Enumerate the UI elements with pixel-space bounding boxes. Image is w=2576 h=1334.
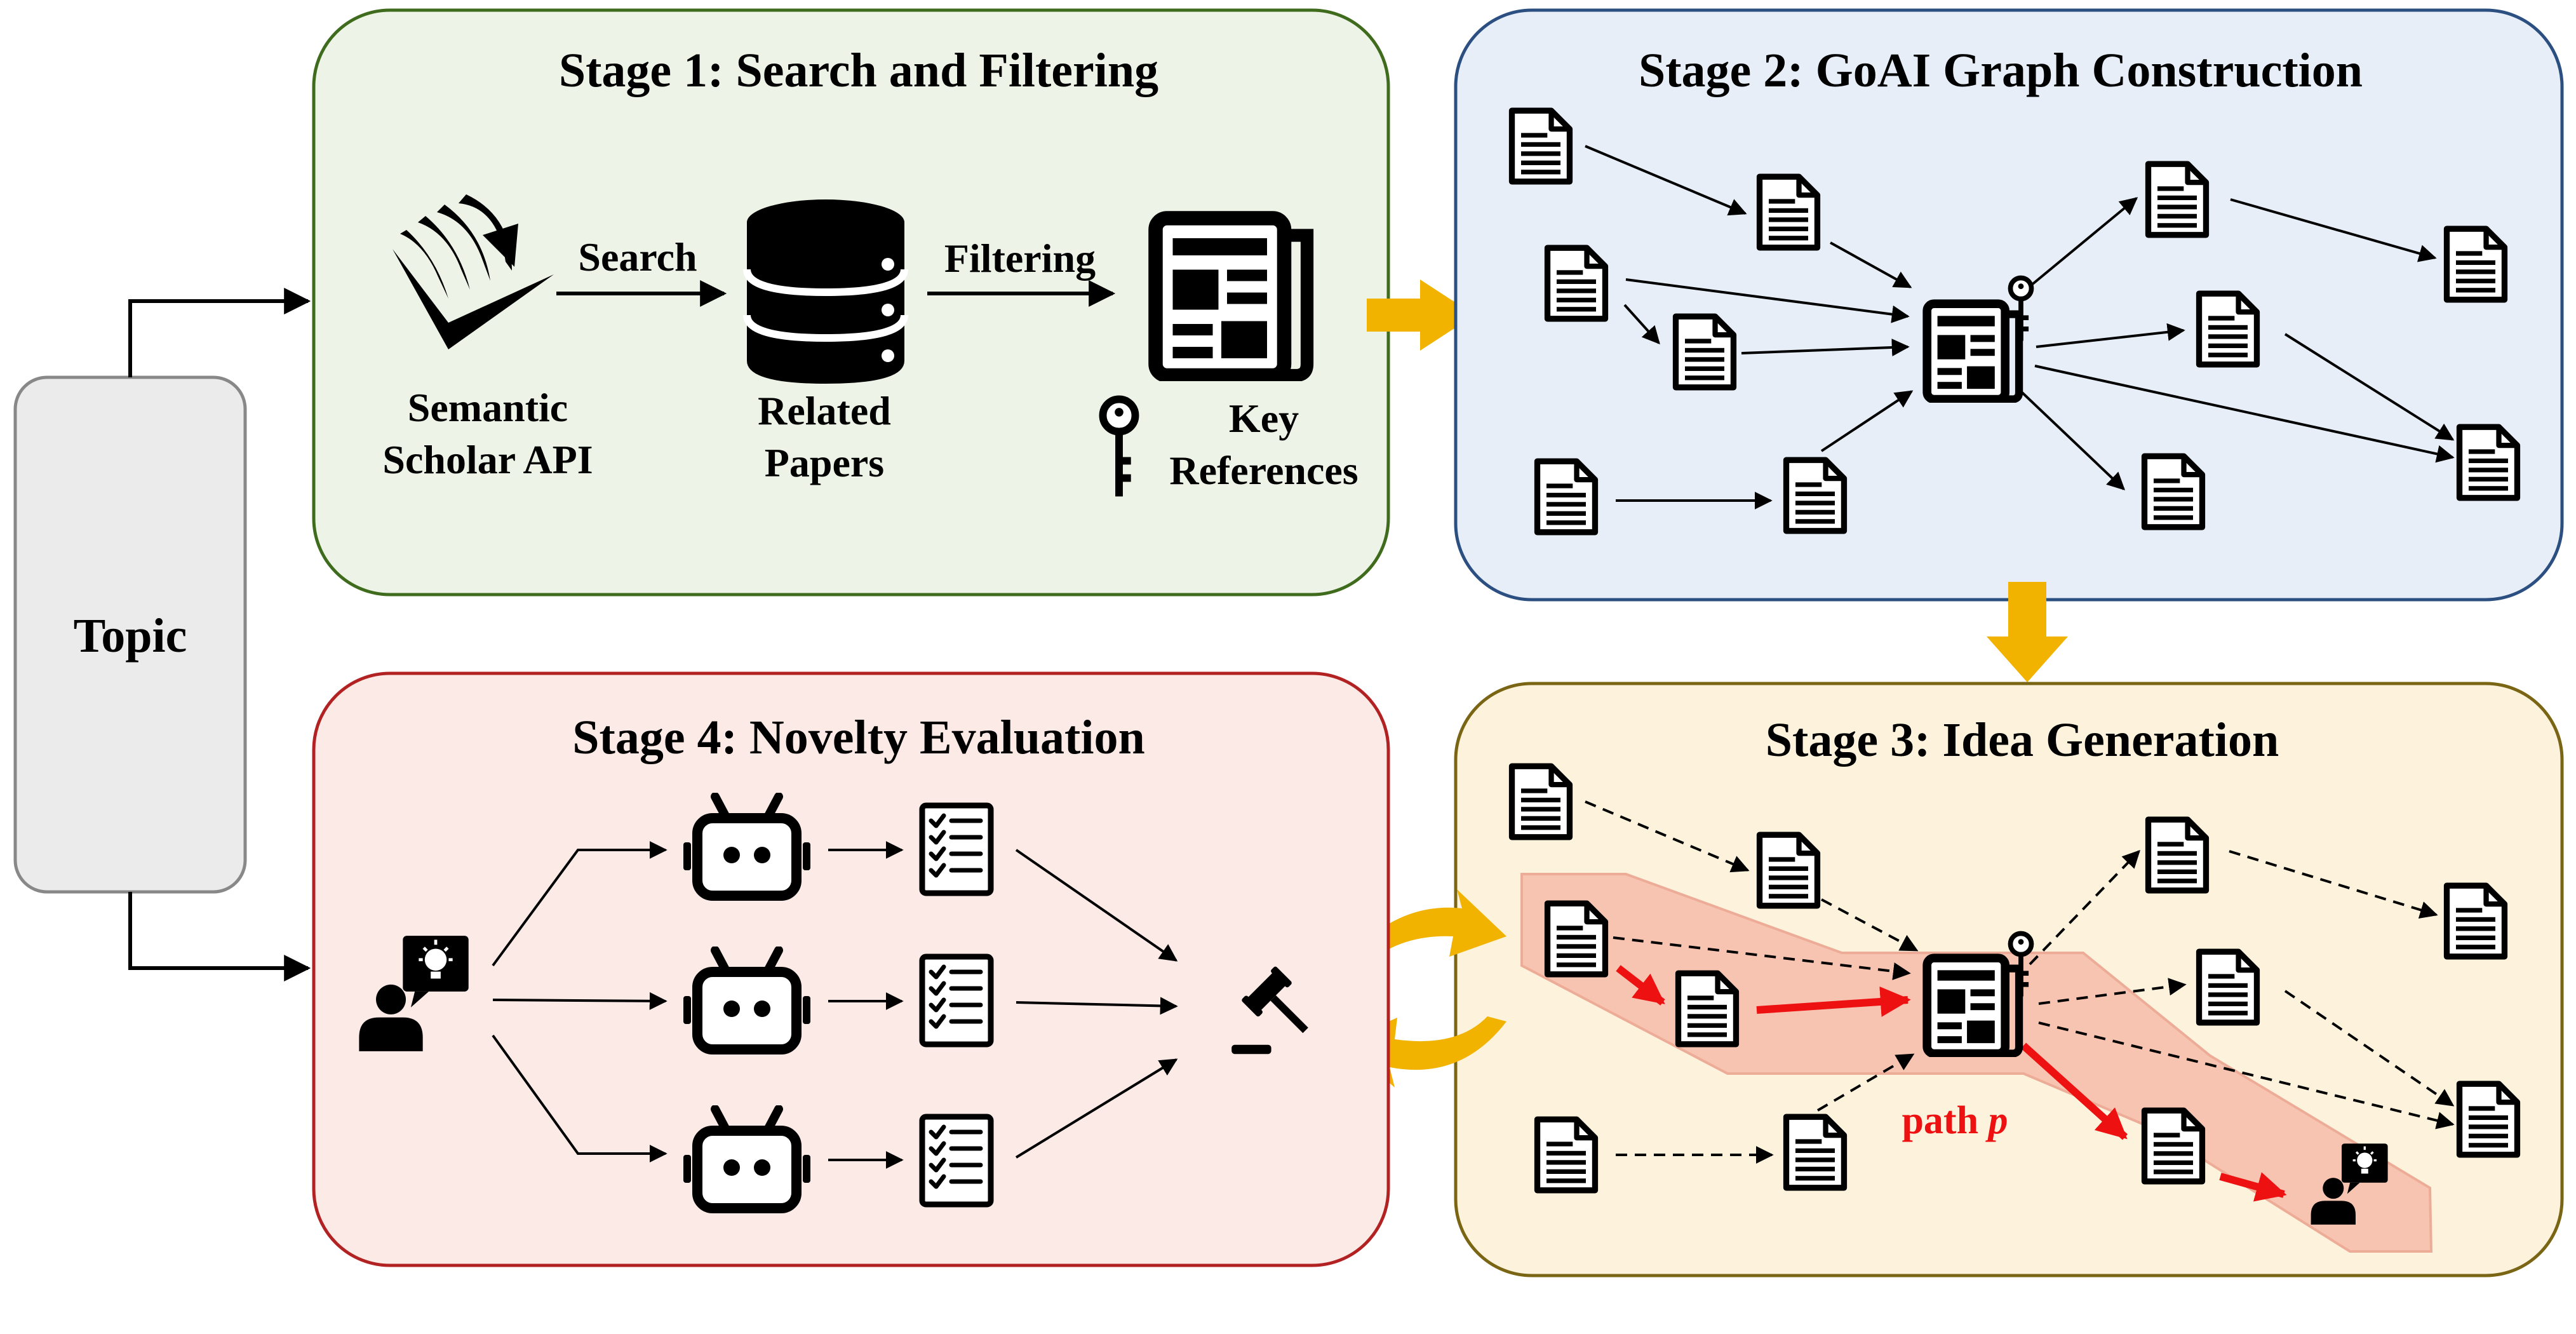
document-icon — [2460, 1084, 2518, 1155]
checklist-icon — [922, 805, 991, 893]
document-icon — [2145, 456, 2203, 527]
stage4-panel: Stage 4: Novelty Evaluation — [312, 671, 1390, 1267]
document-icon — [2199, 293, 2257, 365]
stage2-panel: Stage 2: GoAI Graph Construction — [1454, 8, 2564, 602]
document-icon — [2199, 952, 2257, 1023]
stage4-title: Stage 4: Novelty Evaluation — [572, 711, 1144, 764]
document-icon — [2447, 886, 2505, 957]
topic-label: Topic — [74, 609, 187, 663]
semantic-scholar-logo-icon — [392, 194, 554, 349]
document-icon — [1676, 316, 1734, 387]
semantic-scholar-label-line1: Semantic — [408, 385, 568, 430]
checklist-icon — [922, 957, 991, 1044]
stage1-title: Stage 1: Search and Filtering — [559, 44, 1158, 97]
key-reference-newspaper-icon — [1927, 958, 2019, 1053]
document-icon — [1787, 1117, 1844, 1188]
key-references-label-line1: Key — [1229, 396, 1299, 441]
stage4-edges — [492, 841, 1178, 1169]
checklist-icon — [922, 1117, 991, 1204]
filtering-label: Filtering — [944, 236, 1096, 281]
flow-arrow-stage1-to-stage2 — [1367, 280, 1475, 351]
document-icon — [1548, 903, 1606, 974]
related-papers-label-line1: Related — [758, 388, 891, 433]
document-icon — [1538, 461, 1595, 532]
stage1-panel: Stage 1: Search and Filtering Semantic S… — [312, 8, 1390, 596]
document-icon — [2145, 1110, 2203, 1182]
semantic-scholar-label-line2: Scholar API — [382, 437, 593, 482]
topic-block: Topic — [13, 375, 247, 894]
document-icon — [1512, 766, 1570, 837]
document-icon — [1787, 460, 1844, 531]
related-papers-label-line2: Papers — [765, 440, 884, 485]
key-references-newspaper-icon — [1156, 219, 1308, 376]
stage2-title: Stage 2: GoAI Graph Construction — [1639, 44, 2363, 97]
path-label: path p — [1902, 1099, 2008, 1142]
document-icon — [2460, 427, 2518, 498]
stage3-edges — [1585, 800, 2455, 1164]
key-reference-newspaper-icon — [1927, 304, 2019, 399]
document-icon — [1548, 248, 1606, 319]
document-icon — [1679, 973, 1736, 1044]
document-icon — [1538, 1119, 1595, 1190]
document-icon — [1760, 177, 1818, 248]
stage2-edges — [1585, 145, 2455, 509]
flow-arrow-stage2-to-stage3 — [1987, 582, 2068, 682]
document-icon — [2447, 229, 2505, 300]
document-icon — [2149, 819, 2206, 891]
search-label: Search — [578, 234, 697, 280]
idea-path-arrows — [1616, 965, 2287, 1202]
stage3-title: Stage 3: Idea Generation — [1766, 713, 2279, 767]
document-icon — [1512, 111, 1570, 182]
document-icon — [1760, 835, 1818, 906]
stage3-panel: Stage 3: Idea Generation — [1454, 682, 2564, 1277]
document-icon — [2149, 164, 2206, 235]
topic-connectors — [128, 288, 311, 981]
database-icon — [743, 199, 908, 384]
key-references-label-line2: References — [1169, 448, 1358, 493]
